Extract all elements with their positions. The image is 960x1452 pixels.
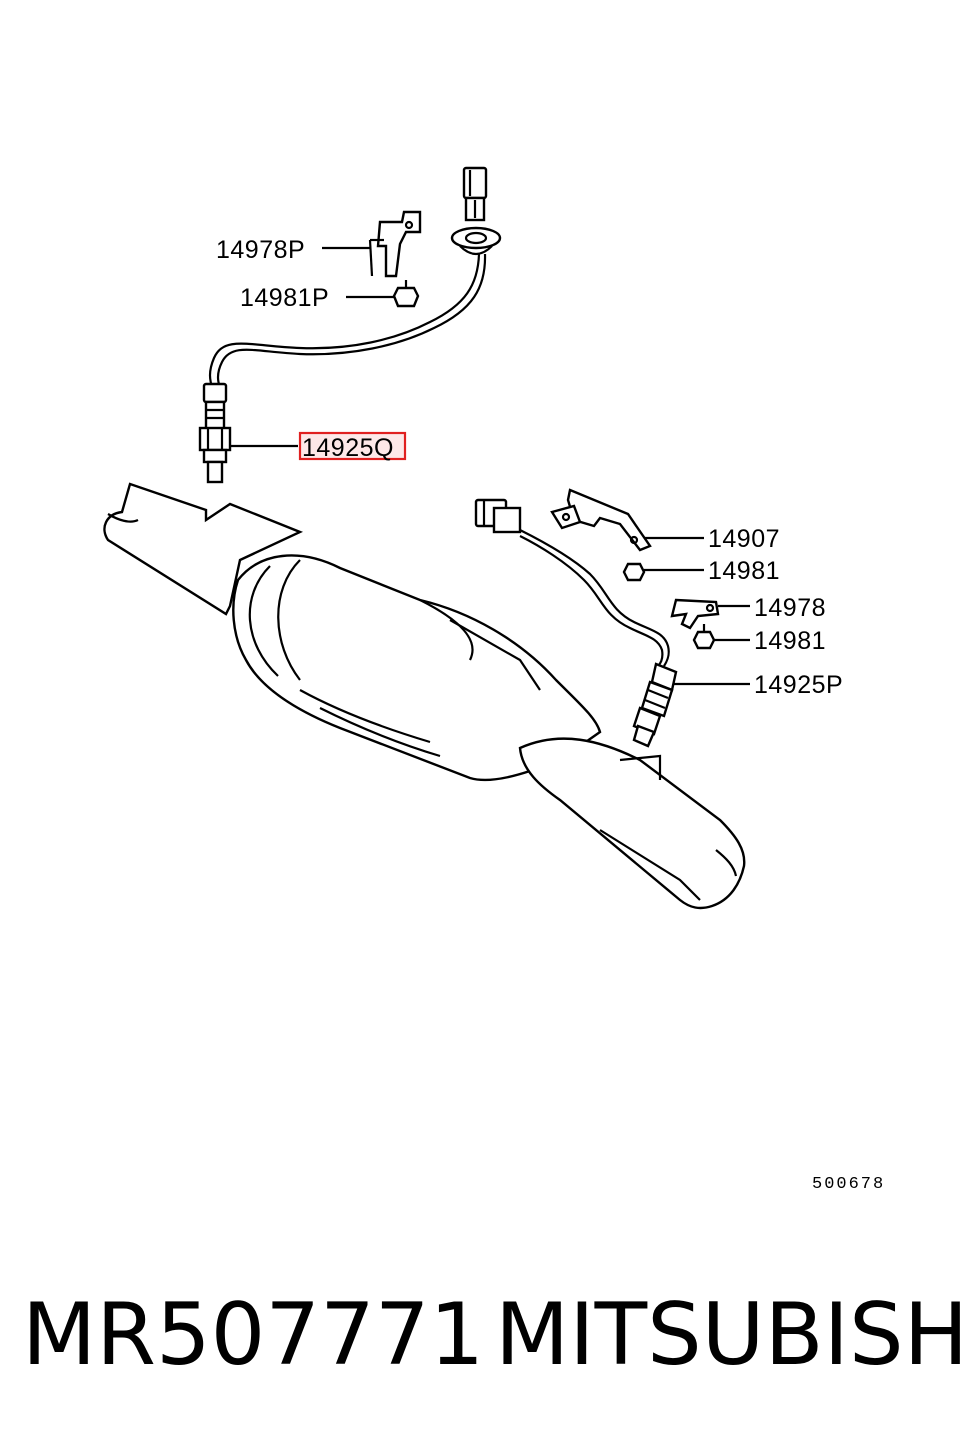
upper-bracket <box>368 210 422 278</box>
lower-bracket-small <box>670 598 720 630</box>
callout-upper-bolt: 14981P <box>240 284 329 312</box>
lower-oxygen-sensor <box>632 662 678 748</box>
upper-sensor-wire <box>208 253 481 389</box>
upper-sensor-assembly <box>198 166 502 484</box>
upper-bolt <box>392 280 420 308</box>
lower-connector <box>474 498 522 534</box>
lower-bolt-2 <box>692 624 716 650</box>
callout-lower-sensor: 14925P <box>754 671 843 699</box>
callout-lower-bolt-2: 14981 <box>754 627 826 655</box>
lower-bracket-long <box>550 488 652 552</box>
highlight-box <box>298 431 407 461</box>
upper-grommet <box>450 226 502 256</box>
callout-lower-bracket-long: 14907 <box>708 525 780 553</box>
callout-upper-bracket: 14978P <box>216 236 305 264</box>
callout-lower-bolt-1: 14981 <box>708 557 780 585</box>
callout-upper-sensor[interactable]: 14925Q <box>302 434 394 462</box>
upper-connector-plug <box>462 166 488 222</box>
brand-name: MITSUBISHI <box>495 1285 960 1385</box>
lower-sensor-assembly <box>474 498 678 748</box>
lower-bolt-1 <box>622 562 646 582</box>
exhaust-pipe-and-catalytic-converter <box>103 482 746 910</box>
footer: MR507771 MITSUBISHI <box>0 1285 960 1395</box>
diagram-code: 500678 <box>812 1175 885 1194</box>
upper-oxygen-sensor <box>198 382 232 484</box>
callout-lower-bracket-small: 14978 <box>754 594 826 622</box>
lower-sensor-wire <box>519 529 670 667</box>
part-number: MR507771 <box>22 1285 485 1385</box>
